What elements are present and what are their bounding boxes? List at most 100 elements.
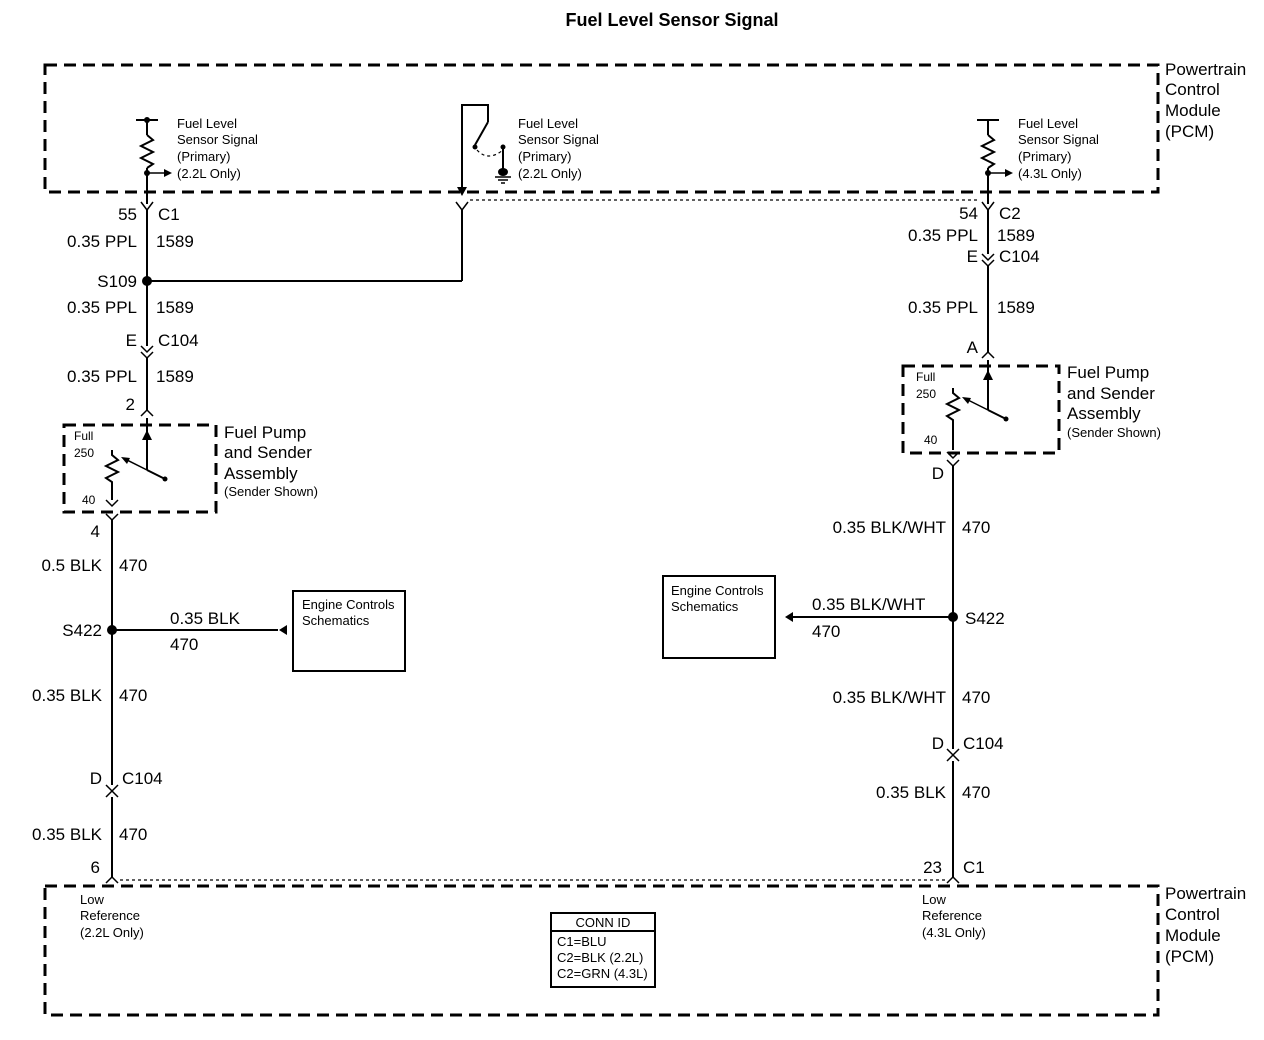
right-pin-d: D: [932, 464, 944, 483]
right-circuit-4: 470: [962, 688, 990, 707]
right-pin-a: A: [967, 338, 979, 357]
svg-text:Engine Controls: Engine Controls: [302, 597, 395, 612]
right-wire-4: 0.35 BLK/WHT: [833, 688, 946, 707]
right-conn-c1: C1: [963, 858, 985, 877]
right-engine-controls-box: [662, 575, 776, 659]
left-conn-c104b: C104: [122, 769, 163, 788]
svg-text:Sensor Signal: Sensor Signal: [1018, 132, 1099, 147]
right-wire-3: 0.35 BLK/WHT: [833, 518, 946, 537]
svg-text:Reference: Reference: [922, 908, 982, 923]
left-circuit-6: 470: [119, 825, 147, 844]
right-branch-wire: 0.35 BLK/WHT: [812, 595, 925, 614]
svg-text:(Sender Shown): (Sender Shown): [1067, 425, 1161, 440]
svg-text:Assembly: Assembly: [224, 464, 298, 483]
right-conn-e: E: [967, 247, 978, 266]
svg-text:(2.2L Only): (2.2L Only): [518, 166, 582, 181]
left-circuit-2: 1589: [156, 298, 194, 317]
left-circuit-wires: [140, 201, 469, 417]
left-circuit-3: 1589: [156, 367, 194, 386]
left-conn-c1: C1: [158, 205, 180, 224]
right-fuel-pump-label: Fuel Pump and Sender Assembly (Sender Sh…: [1067, 363, 1161, 440]
left-circuit-5: 470: [119, 686, 147, 705]
right-circuit-3: 470: [962, 518, 990, 537]
pcm-middle-label: Fuel Level Sensor Signal (Primary) (2.2L…: [518, 116, 599, 181]
left-pin-4: 4: [91, 522, 100, 541]
pcm-right-resistor: [977, 119, 1013, 204]
right-conn-c104: C104: [999, 247, 1040, 266]
left-wire-5: 0.35 BLK: [32, 686, 103, 705]
right-circuit-2: 1589: [997, 298, 1035, 317]
right-sender-40: 40: [924, 433, 938, 447]
svg-text:(Primary): (Primary): [1018, 149, 1071, 164]
svg-text:Low: Low: [922, 892, 946, 907]
low-reference-right: Low Reference (4.3L Only): [922, 892, 986, 940]
left-branch-wire: 0.35 BLK: [170, 609, 241, 628]
diagram-title: Fuel Level Sensor Signal: [565, 10, 778, 30]
left-engine-controls-box: [292, 590, 406, 672]
svg-text:Schematics: Schematics: [671, 599, 739, 614]
left-wire-2: 0.35 PPL: [67, 298, 137, 317]
right-engine-controls-label: Engine Controls Schematics: [671, 583, 764, 614]
left-circuit-4: 470: [119, 556, 147, 575]
svg-text:Module: Module: [1165, 101, 1221, 120]
svg-text:Powertrain: Powertrain: [1165, 884, 1246, 903]
left-sender-rheostat: [103, 418, 168, 508]
left-wire-3: 0.35 PPL: [67, 367, 137, 386]
svg-text:(Primary): (Primary): [518, 149, 571, 164]
low-reference-left: Low Reference (2.2L Only): [80, 892, 144, 940]
right-circuit-5: 470: [962, 783, 990, 802]
left-pin-2: 2: [126, 395, 135, 414]
svg-text:Reference: Reference: [80, 908, 140, 923]
left-engine-controls-label: Engine Controls Schematics: [302, 597, 395, 628]
right-circuit-wires: [981, 201, 995, 359]
svg-text:(2.2L Only): (2.2L Only): [177, 166, 241, 181]
svg-text:(Primary): (Primary): [177, 149, 230, 164]
right-conn-c104b: C104: [963, 734, 1004, 753]
left-branch-circuit: 470: [170, 635, 198, 654]
svg-text:(Sender Shown): (Sender Shown): [224, 484, 318, 499]
svg-text:and Sender: and Sender: [224, 443, 312, 462]
left-sender-40: 40: [82, 493, 96, 507]
conn-id-row: C2=GRN (4.3L): [557, 966, 648, 981]
svg-text:(4.3L Only): (4.3L Only): [1018, 166, 1082, 181]
conn-id-table: CONN ID C1=BLU C2=BLK (2.2L) C2=GRN (4.3…: [550, 912, 656, 988]
pcm-right-label: Fuel Level Sensor Signal (Primary) (4.3L…: [1018, 116, 1099, 181]
svg-text:(2.2L Only): (2.2L Only): [80, 925, 144, 940]
left-fuel-pump-label: Fuel Pump and Sender Assembly (Sender Sh…: [224, 423, 318, 499]
svg-text:Engine Controls: Engine Controls: [671, 583, 764, 598]
left-pin-55: 55: [118, 205, 137, 224]
pcm-bottom-box: [43, 884, 1160, 1017]
left-pin-6: 6: [91, 858, 100, 877]
right-sender-rheostat: [944, 360, 1009, 460]
right-pin-23: 23: [923, 858, 942, 877]
pcm-middle-switch: [457, 104, 511, 196]
right-wire-2: 0.35 PPL: [908, 298, 978, 317]
left-wire-1: 0.35 PPL: [67, 232, 137, 251]
svg-text:Fuel Level: Fuel Level: [1018, 116, 1078, 131]
right-fuel-sender-box: [901, 364, 1061, 455]
svg-text:(4.3L Only): (4.3L Only): [922, 925, 986, 940]
svg-text:Sensor Signal: Sensor Signal: [518, 132, 599, 147]
conn-id-row: C2=BLK (2.2L): [557, 950, 643, 965]
right-circuit-1: 1589: [997, 226, 1035, 245]
svg-text:Control: Control: [1165, 80, 1220, 99]
left-wire-4: 0.5 BLK: [42, 556, 103, 575]
left-wire-6: 0.35 BLK: [32, 825, 103, 844]
svg-text:(PCM): (PCM): [1165, 947, 1214, 966]
svg-text:Powertrain: Powertrain: [1165, 60, 1246, 79]
left-sender-full: Full: [74, 429, 93, 443]
pcm-top-box: [43, 63, 1160, 194]
svg-text:Sensor Signal: Sensor Signal: [177, 132, 258, 147]
left-conn-e: E: [126, 331, 137, 350]
svg-text:Module: Module: [1165, 926, 1221, 945]
svg-text:Control: Control: [1165, 905, 1220, 924]
splice-s422-left: S422: [62, 621, 102, 640]
right-pin-54: 54: [959, 204, 978, 223]
left-conn-d: D: [90, 769, 102, 788]
splice-s109: S109: [97, 272, 137, 291]
svg-text:(PCM): (PCM): [1165, 122, 1214, 141]
right-sender-full: Full: [916, 370, 935, 384]
svg-text:Fuel Level: Fuel Level: [518, 116, 578, 131]
right-lower-wires: [785, 459, 960, 884]
